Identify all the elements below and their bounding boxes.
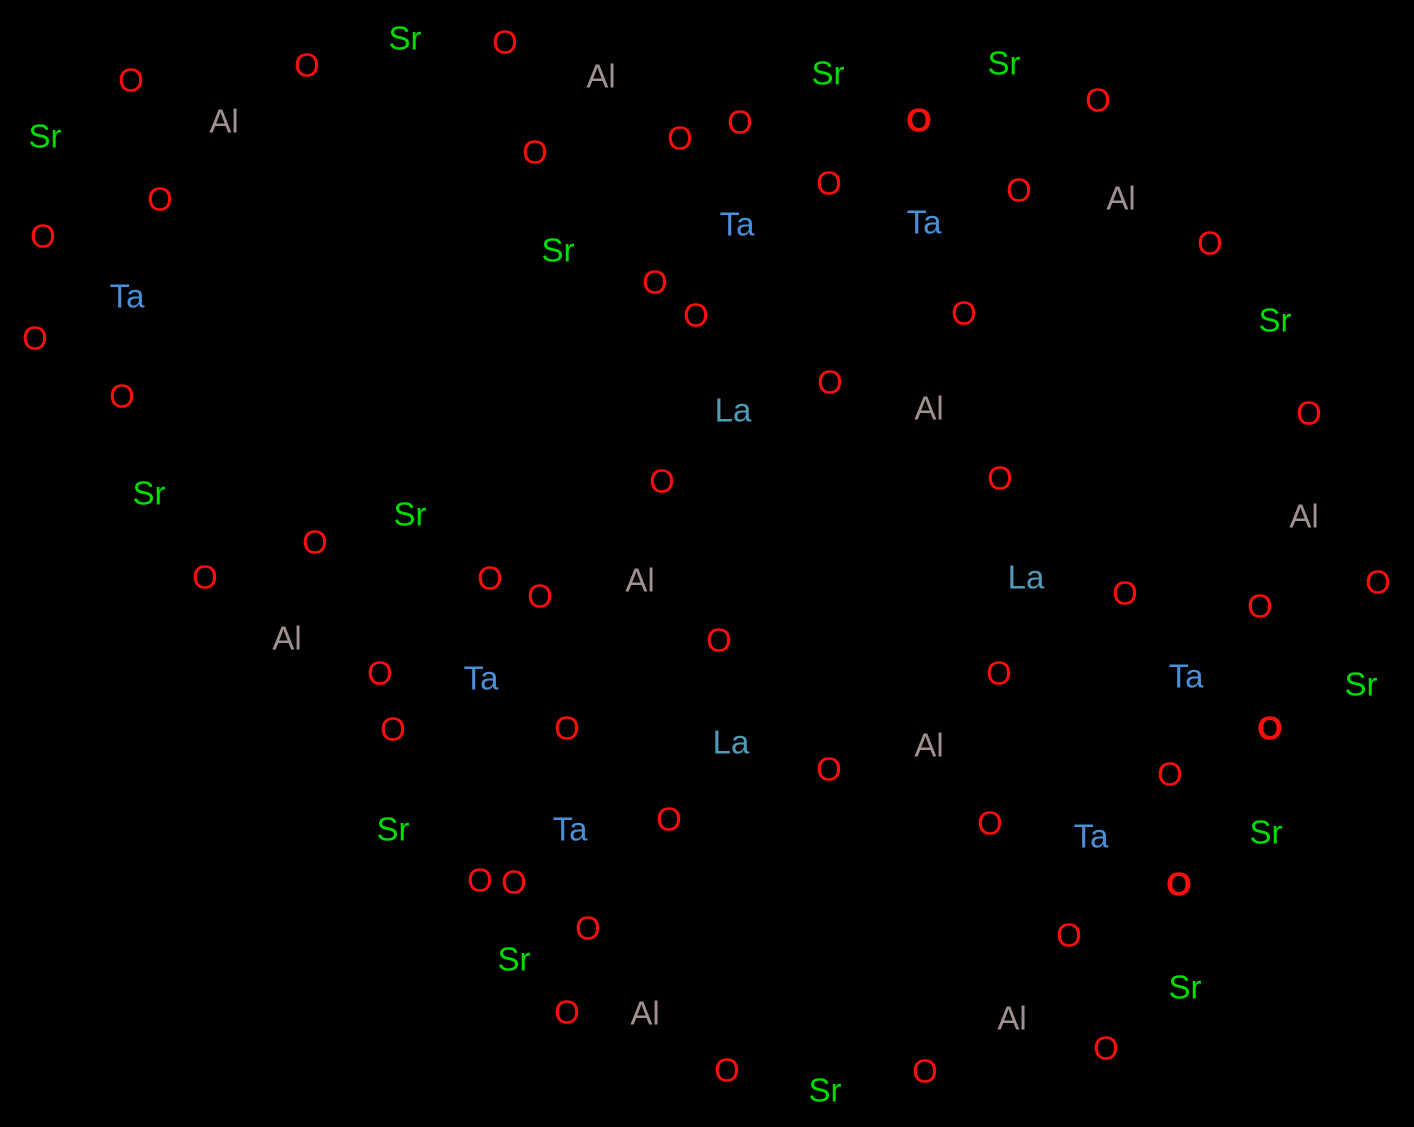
atom-o: O — [477, 559, 503, 597]
atom-o: O — [986, 654, 1012, 692]
atom-o: O — [987, 459, 1013, 497]
atom-o: O — [1257, 709, 1283, 747]
atom-sr: Sr — [132, 474, 166, 512]
atom-o: O — [1056, 916, 1082, 954]
atom-o: O — [714, 1051, 740, 1089]
atom-sr: Sr — [1258, 301, 1292, 339]
atom-o: O — [951, 294, 977, 332]
atom-o: O — [642, 263, 668, 301]
atom-sr: Sr — [541, 231, 575, 269]
atom-sr: Sr — [808, 1071, 842, 1109]
atom-o: O — [118, 61, 144, 99]
atom-o: O — [22, 319, 48, 357]
atom-o: O — [1093, 1029, 1119, 1067]
atom-o: O — [1166, 865, 1192, 903]
atom-sr: Sr — [811, 54, 845, 92]
atom-ta: Ta — [719, 205, 755, 243]
atom-o: O — [554, 993, 580, 1031]
atom-o: O — [1085, 81, 1111, 119]
atom-o: O — [656, 800, 682, 838]
atom-al: Al — [586, 57, 616, 95]
atom-sr: Sr — [393, 495, 427, 533]
atom-ta: Ta — [906, 203, 942, 241]
atom-sr: Sr — [1344, 665, 1378, 703]
atom-o: O — [30, 217, 56, 255]
atom-sr: Sr — [1168, 968, 1202, 1006]
atom-o: O — [912, 1052, 938, 1090]
atom-o: O — [554, 709, 580, 747]
atom-o: O — [527, 577, 553, 615]
atom-ta: Ta — [1073, 817, 1109, 855]
atom-o: O — [667, 119, 693, 157]
atom-la: La — [1007, 558, 1045, 596]
atom-o: O — [683, 296, 709, 334]
atom-sr: Sr — [376, 810, 410, 848]
atom-sr: Sr — [388, 19, 422, 57]
atom-o: O — [192, 558, 218, 596]
atom-al: Al — [914, 726, 944, 764]
atom-ta: Ta — [552, 810, 588, 848]
atom-o: O — [522, 133, 548, 171]
atom-o: O — [1197, 224, 1223, 262]
atom-o: O — [380, 710, 406, 748]
atom-o: O — [727, 103, 753, 141]
atom-sr: Sr — [987, 44, 1021, 82]
atom-sr: Sr — [497, 940, 531, 978]
atom-la: La — [712, 723, 750, 761]
atom-o: O — [816, 750, 842, 788]
atom-o: O — [492, 23, 518, 61]
atom-o: O — [294, 46, 320, 84]
atom-ta: Ta — [463, 659, 499, 697]
atom-ta: Ta — [109, 277, 145, 315]
atom-al: Al — [272, 619, 302, 657]
atom-o: O — [501, 863, 527, 901]
atom-sr: Sr — [28, 117, 62, 155]
atom-al: Al — [630, 994, 660, 1032]
atom-la: La — [714, 391, 752, 429]
atom-o: O — [977, 804, 1003, 842]
atom-ta: Ta — [1168, 657, 1204, 695]
atom-o: O — [467, 861, 493, 899]
atom-o: O — [1365, 563, 1391, 601]
atom-o: O — [1296, 394, 1322, 432]
atom-al: Al — [914, 389, 944, 427]
atom-o: O — [575, 909, 601, 947]
atom-o: O — [817, 363, 843, 401]
atom-o: O — [706, 621, 732, 659]
atom-al: Al — [625, 561, 655, 599]
atom-al: Al — [1106, 179, 1136, 217]
atom-o: O — [906, 101, 932, 139]
atom-o: O — [816, 164, 842, 202]
atom-o: O — [649, 462, 675, 500]
atom-o: O — [1006, 171, 1032, 209]
atom-o: O — [147, 180, 173, 218]
atom-sr: Sr — [1249, 813, 1283, 851]
atom-o: O — [367, 654, 393, 692]
atom-al: Al — [997, 999, 1027, 1037]
atom-o: O — [1247, 587, 1273, 625]
atom-o: O — [1112, 574, 1138, 612]
atom-al: Al — [1289, 497, 1319, 535]
atom-o: O — [1157, 755, 1183, 793]
atom-o: O — [109, 377, 135, 415]
atom-o: O — [302, 523, 328, 561]
atom-al: Al — [209, 102, 239, 140]
